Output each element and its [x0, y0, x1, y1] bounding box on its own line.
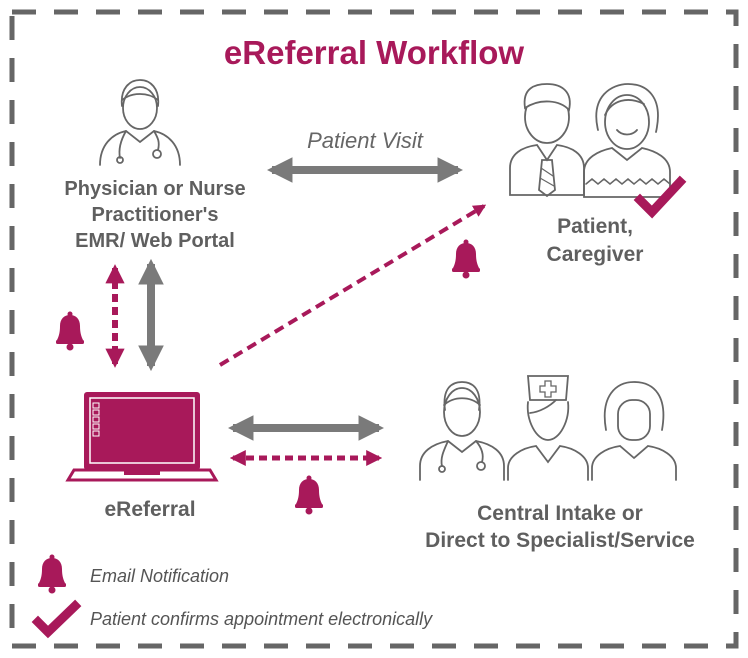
doctor-icon — [99, 79, 181, 166]
patient-label: Patient, Caregiver — [510, 213, 680, 269]
central-label-line1: Central Intake or — [477, 502, 643, 525]
patient-label-line2: Caregiver — [546, 243, 644, 266]
central-intake-label: Central Intake or Direct to Specialist/S… — [390, 500, 730, 554]
bell-icon — [452, 239, 480, 279]
physician-label-line3: EMR/ Web Portal — [75, 230, 235, 252]
patient-caregiver-icon — [509, 83, 671, 198]
checkmark-icon — [633, 175, 687, 219]
dashed-border — [9, 9, 739, 649]
physician-label: Physician or Nurse Practitioner's EMR/ W… — [20, 176, 290, 254]
legend-bell-icon — [38, 554, 66, 594]
notification-arrow-to-patient — [218, 204, 487, 367]
physician-label-line1: Physician or Nurse — [64, 178, 246, 200]
patient-visit-label: Patient Visit — [307, 128, 423, 153]
legend-checkmark-icon — [31, 599, 82, 639]
laptop-icon — [65, 392, 219, 482]
bell-icon — [295, 475, 323, 515]
care-team-icon — [419, 375, 677, 481]
legend-email-label: Email Notification — [90, 566, 230, 586]
ereferral-label: eReferral — [104, 498, 196, 521]
patient-label-line1: Patient, — [557, 215, 633, 238]
physician-label-line2: Practitioner's — [91, 204, 219, 226]
diagram-title: eReferral Workflow — [223, 34, 525, 71]
legend-confirm-label: Patient confirms appointment electronica… — [90, 609, 433, 629]
bell-icon — [56, 311, 84, 351]
central-label-line2: Direct to Specialist/Service — [425, 529, 695, 552]
